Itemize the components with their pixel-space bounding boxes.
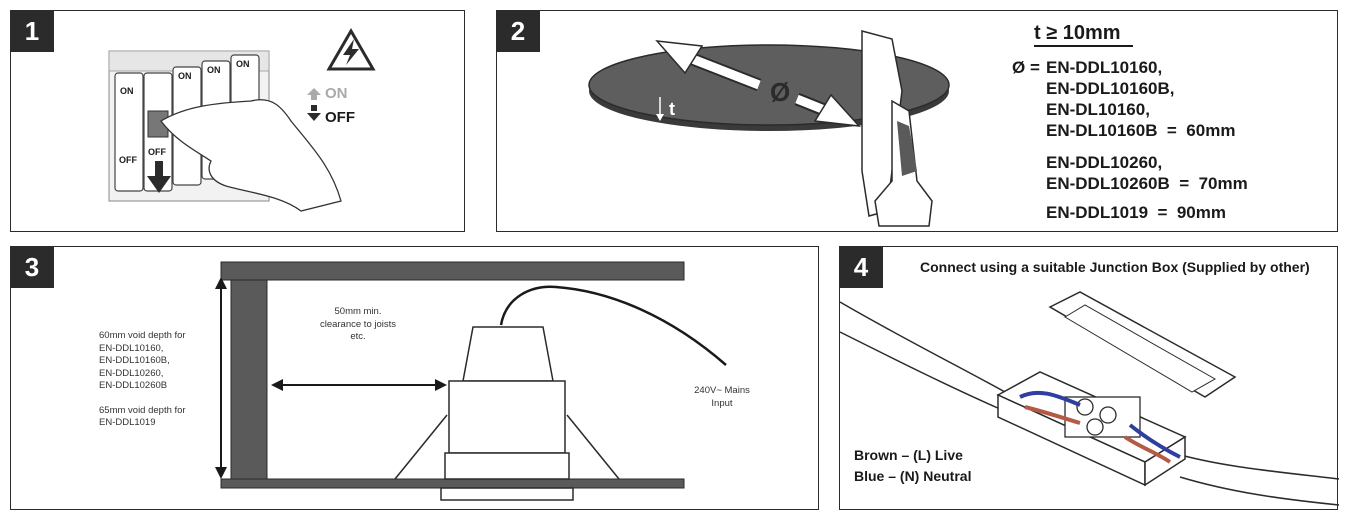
mains-input-note: 240V~ Mains Input	[694, 385, 750, 409]
junction-box-illustration	[839, 291, 1340, 506]
breaker-on-label: ON	[207, 65, 221, 75]
model-line: EN-DDL10160B,	[1046, 79, 1175, 98]
ceiling-cutout-illustration	[588, 30, 950, 227]
clearance-note: 50mm min. clearance to joists etc.	[319, 306, 397, 342]
breaker-off-label: OFF	[148, 147, 166, 157]
diameter-prefix: Ø =	[1012, 58, 1045, 77]
thickness-requirement: t ≥ 10mm	[1034, 22, 1133, 47]
diameter-symbol: Ø	[770, 77, 791, 107]
model-line: EN-DDL1019 = 90mm	[1046, 203, 1226, 222]
panel-step-4: 4 Connect using a suitable Junction Box …	[839, 246, 1340, 510]
step-number-badge: 4	[839, 246, 883, 288]
model-line: EN-DL10160B = 60mm	[1046, 121, 1236, 140]
thickness-symbol: t	[669, 99, 675, 119]
step-number-badge: 1	[10, 10, 54, 52]
brown-wire-legend: Brown – (L) Live	[854, 447, 963, 463]
installation-cross-section	[215, 261, 727, 501]
model-line: EN-DL10160,	[1046, 100, 1150, 119]
breaker-on-label: ON	[236, 59, 250, 69]
off-legend-label: OFF	[325, 109, 355, 126]
on-legend-label: ON	[325, 85, 348, 102]
panel-step-1: 1 ON ON ON ON OFF OFF ON OFF	[10, 10, 465, 232]
panel-step-2: 2 Ø t t ≥ 10mm Ø = EN-DDL10160, EN-DDL10…	[496, 10, 1338, 232]
model-line: EN-DDL10260B = 70mm	[1046, 174, 1248, 193]
step-number-badge: 2	[496, 10, 540, 52]
panel-step-3: 3 60mm void depth for EN-DDL10160, EN-DD…	[10, 246, 819, 510]
step-number-badge: 3	[10, 246, 54, 288]
breaker-on-label: ON	[178, 71, 192, 81]
model-line: EN-DDL10260,	[1046, 153, 1163, 172]
junction-box-instruction: Connect using a suitable Junction Box (S…	[920, 259, 1310, 275]
breaker-on-label: ON	[120, 86, 134, 96]
breaker-off-label: OFF	[119, 155, 137, 165]
model-line: EN-DDL10160,	[1046, 58, 1163, 77]
blue-wire-legend: Blue – (N) Neutral	[854, 468, 972, 484]
breaker-illustration	[108, 28, 376, 212]
void-depth-note: 60mm void depth for EN-DDL10160, EN-DDL1…	[99, 330, 186, 428]
